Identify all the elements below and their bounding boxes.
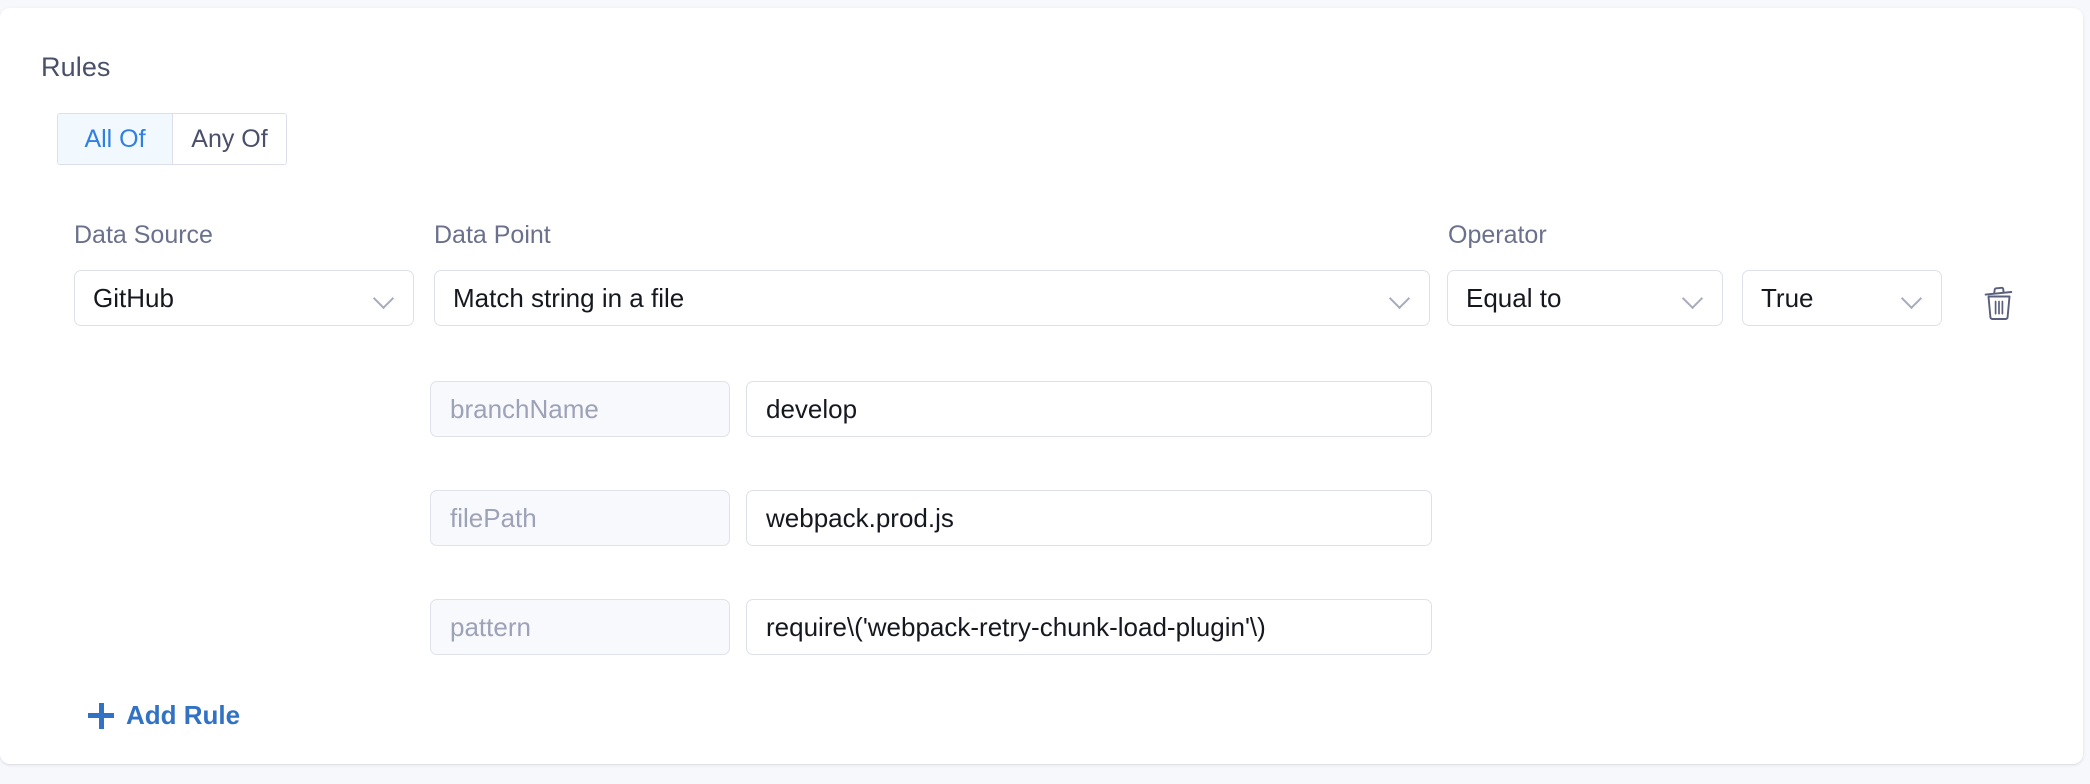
operand-value-select[interactable]: True <box>1742 270 1942 326</box>
operator-value: Equal to <box>1466 282 1562 313</box>
page-title: Rules <box>41 52 111 82</box>
match-mode-toggle-group[interactable]: All Of Any Of <box>57 113 287 165</box>
parameter-key-field[interactable]: branchName <box>430 381 730 437</box>
parameter-key-field[interactable]: filePath <box>430 490 730 546</box>
add-rule-label: Add Rule <box>126 700 241 730</box>
chevron-down-icon <box>1389 287 1411 309</box>
parameter-value-field[interactable]: require\('webpack-retry-chunk-load-plugi… <box>746 599 1432 655</box>
data-source-value: GitHub <box>93 282 174 313</box>
add-rule-button[interactable]: Add Rule <box>88 700 240 731</box>
chevron-down-icon <box>1901 287 1923 309</box>
operand-value: True <box>1761 282 1814 313</box>
toggle-all-of[interactable]: All Of <box>58 114 172 164</box>
operator-label: Operator <box>1448 221 1547 249</box>
parameter-value-field[interactable]: develop <box>746 381 1432 437</box>
parameter-value-field[interactable]: webpack.prod.js <box>746 490 1432 546</box>
delete-rule-button[interactable] <box>1976 280 2022 326</box>
data-source-label: Data Source <box>74 221 213 249</box>
data-source-select[interactable]: GitHub <box>74 270 414 326</box>
chevron-down-icon <box>373 287 395 309</box>
parameter-row: branchName develop <box>0 381 2083 439</box>
plus-icon <box>88 702 114 729</box>
rules-card: Rules All Of Any Of Data Source Data Poi… <box>0 8 2083 764</box>
operator-select[interactable]: Equal to <box>1447 270 1723 326</box>
parameter-row: filePath webpack.prod.js <box>0 490 2083 548</box>
parameter-row: pattern require\('webpack-retry-chunk-lo… <box>0 599 2083 657</box>
chevron-down-icon <box>1682 287 1704 309</box>
toggle-any-of[interactable]: Any Of <box>172 114 286 164</box>
data-point-label: Data Point <box>434 221 551 249</box>
data-point-select[interactable]: Match string in a file <box>434 270 1430 326</box>
trash-icon <box>1984 286 2013 320</box>
parameter-key-field[interactable]: pattern <box>430 599 730 655</box>
data-point-value: Match string in a file <box>453 282 685 313</box>
